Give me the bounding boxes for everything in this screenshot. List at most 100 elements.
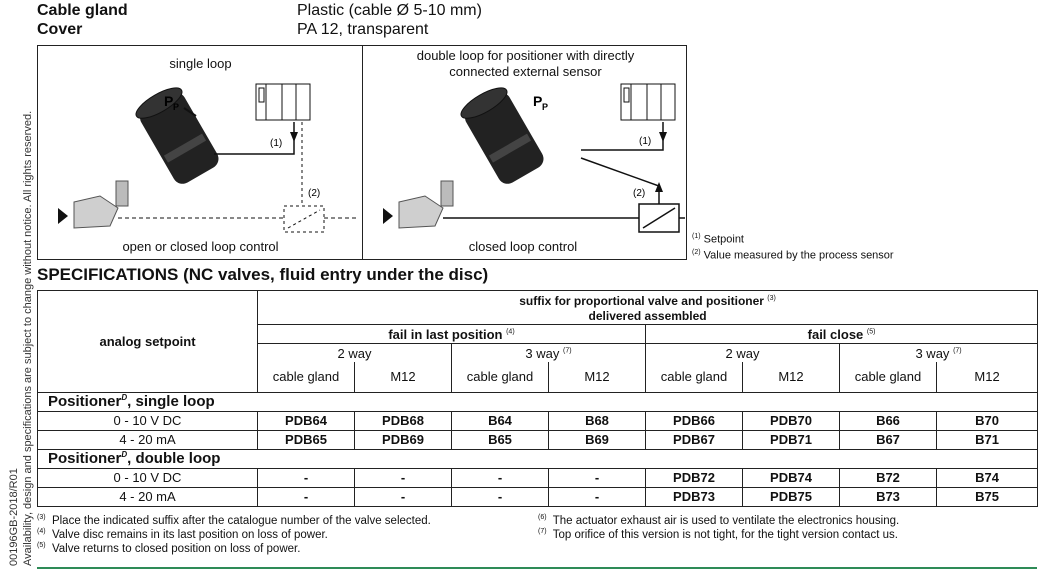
bottom-rule: [37, 567, 1037, 569]
single-loop-diagram: P P (1) (2): [58, 83, 356, 233]
section-single-loop: PositionerD, single loop: [36, 391, 1039, 412]
table-cell: -: [548, 486, 646, 507]
row-label: 0 - 10 V DC: [37, 410, 258, 431]
col-header: cable gland: [839, 362, 937, 393]
doc-code: 00196GB-2018/R01: [8, 468, 20, 566]
section-double-loop: PositionerD, double loop: [36, 448, 1039, 469]
col-header: cable gland: [645, 362, 743, 393]
single-loop-title: single loop: [169, 56, 232, 71]
table-cell: B71: [935, 429, 1039, 450]
table-cell: -: [451, 486, 549, 507]
table-cell: PDB70: [742, 410, 840, 431]
table-cell: -: [548, 467, 646, 488]
row-label: 0 - 10 V DC: [37, 467, 258, 488]
table-cell: B69: [548, 429, 646, 450]
footnote-4: (4) Valve disc remains in its last posit…: [37, 528, 328, 541]
svg-text:P: P: [542, 102, 548, 112]
table-cell: PDB69: [354, 429, 452, 450]
col-header: M12: [935, 362, 1039, 393]
table-row: 0 - 10 V DC - - - - PDB72 PDB74 B72 B74: [37, 467, 1039, 488]
table-cell: PDB72: [645, 467, 743, 488]
table-cell: PDB71: [742, 429, 840, 450]
double-loop-caption: closed loop control: [468, 239, 578, 254]
table-cell: -: [354, 486, 452, 507]
footnote-5: (5) Valve returns to closed position on …: [37, 542, 301, 555]
table-cell: PDB68: [354, 410, 452, 431]
pressure-label: P: [164, 93, 173, 109]
double-loop-title: double loop for positioner with directly…: [416, 48, 635, 79]
controller-icon: [255, 83, 311, 121]
double-loop-diagram: P P (1) (2): [383, 83, 685, 233]
diagram-divider: [362, 46, 363, 259]
table-cell: -: [257, 467, 355, 488]
two-way-header: 2 way: [645, 343, 840, 362]
table-row: 4 - 20 mA PDB65 PDB69 B65 B69 PDB67 PDB7…: [37, 429, 1039, 450]
setpoint-marker: (1): [639, 136, 651, 147]
table-cell: PDB73: [645, 486, 743, 507]
controller-icon: [620, 83, 676, 121]
fail-close-header: fail close (5): [644, 324, 1039, 344]
row-label: 4 - 20 mA: [37, 486, 258, 507]
side-margin: 00196GB-2018/R01 Availability, design an…: [2, 0, 36, 572]
table-cell: PDB67: [645, 429, 743, 450]
process-value-marker: (2): [633, 188, 645, 199]
two-way-header: 2 way: [257, 343, 452, 362]
analog-setpoint-header: analog setpoint: [37, 290, 258, 393]
specifications-title: SPECIFICATIONS (NC valves, fluid entry u…: [37, 265, 489, 284]
flow-arrow-icon: [383, 208, 393, 224]
col-header: M12: [548, 362, 646, 393]
table-cell: B74: [935, 467, 1039, 488]
table-cell: -: [451, 467, 549, 488]
footnote-7: (7) Top orifice of this version is not t…: [538, 528, 898, 541]
three-way-header: 3 way (7): [451, 343, 646, 362]
table-cell: B72: [839, 467, 937, 488]
flow-arrow-icon: [58, 208, 68, 224]
diagram-note-2: (2) Value measured by the process sensor: [692, 249, 894, 262]
process-value-marker: (2): [308, 188, 320, 199]
col-header: cable gland: [257, 362, 355, 393]
property-value-cable-gland: Plastic (cable Ø 5-10 mm): [297, 2, 482, 19]
table-cell: B66: [839, 410, 937, 431]
row-label: 4 - 20 mA: [37, 429, 258, 450]
loop-diagram-box: single loop open or closed loop control …: [37, 45, 687, 260]
table-cell: B75: [935, 486, 1039, 507]
actuator-icon: [135, 87, 219, 184]
table-cell: B68: [548, 410, 646, 431]
setpoint-marker: (1): [270, 138, 282, 149]
table-cell: -: [354, 467, 452, 488]
footnote-3: (3) Place the indicated suffix after the…: [37, 514, 431, 527]
col-header: M12: [742, 362, 840, 393]
table-row: 4 - 20 mA - - - - PDB73 PDB75 B73 B75: [37, 486, 1039, 507]
sensor-icon: [283, 205, 325, 233]
property-label-cable-gland: Cable gland: [37, 2, 128, 19]
actuator-icon: [460, 87, 544, 184]
col-header: cable gland: [451, 362, 549, 393]
svg-text:P: P: [173, 102, 179, 112]
rights-notice: Availability, design and specifications …: [22, 110, 34, 566]
table-row: 0 - 10 V DC PDB64 PDB68 B64 B68 PDB66 PD…: [37, 410, 1039, 431]
valve-body-icon: [73, 195, 119, 229]
valve-body-icon: [398, 195, 444, 229]
pressure-label: P: [533, 93, 542, 109]
fail-last-position-header: fail in last position (4): [257, 324, 646, 344]
table-cell: -: [257, 486, 355, 507]
table-cell: PDB65: [257, 429, 355, 450]
diagram-note-1: (1) Setpoint: [692, 233, 744, 246]
single-loop-caption: open or closed loop control: [122, 239, 279, 254]
table-cell: PDB64: [257, 410, 355, 431]
specifications-table: analog setpoint suffix for proportional …: [36, 290, 1039, 507]
property-value-cover: PA 12, transparent: [297, 21, 429, 38]
footnote-6: (6) The actuator exhaust air is used to …: [538, 514, 900, 527]
table-cell: PDB74: [742, 467, 840, 488]
property-label-cover: Cover: [37, 21, 83, 38]
table-cell: PDB66: [645, 410, 743, 431]
table-cell: B64: [451, 410, 549, 431]
col-header: M12: [354, 362, 452, 393]
table-cell: B65: [451, 429, 549, 450]
table-cell: PDB75: [742, 486, 840, 507]
suffix-header: suffix for proportional valve and positi…: [256, 290, 1039, 325]
table-cell: B70: [935, 410, 1039, 431]
table-cell: B67: [839, 429, 937, 450]
table-cell: B73: [839, 486, 937, 507]
three-way-header: 3 way (7): [838, 343, 1039, 362]
